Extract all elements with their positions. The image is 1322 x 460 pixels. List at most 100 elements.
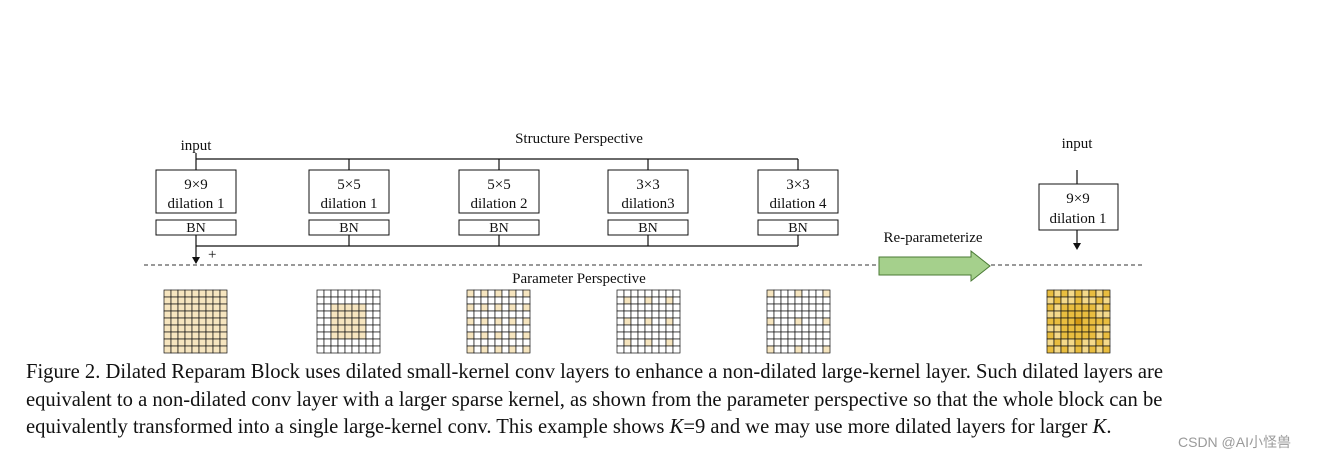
kernel-cell [198,345,207,354]
kernel-cell [630,310,639,319]
kernel-cell [1053,317,1062,326]
kernel-cell [480,324,489,333]
figure-diagram: input Structure Perspective + Parameter … [144,131,1142,354]
kernel-cell [466,338,475,347]
kernel-cell [515,303,524,312]
kernel-cell [515,324,524,333]
kernel-cell [630,338,639,347]
kernel-cell [1074,289,1083,298]
kernel-cell [1053,303,1062,312]
bn-label: BN [186,221,205,236]
kernel-cell [219,317,228,326]
kernel-cell [1095,317,1104,326]
kernel-cell [1081,338,1090,347]
kernel-cell [1046,317,1055,326]
kernel-cell [163,303,172,312]
kernel-cell [1053,324,1062,333]
kernel-cell [358,338,367,347]
kernel-cell [794,331,803,340]
kernel-cell [473,289,482,298]
kernel-cell [1088,296,1097,305]
kernel-cell [822,289,831,298]
kernel-cell [1053,345,1062,354]
kernel-cell [801,331,810,340]
kernel-grid-3 [466,289,531,354]
kernel-cell [501,324,510,333]
kernel-cell [1053,310,1062,319]
kernel-cell [1102,289,1111,298]
kernel-cell [665,331,674,340]
kernel-cell [163,324,172,333]
kernel-cell [487,345,496,354]
kernel-cell [219,310,228,319]
kernel-cell [522,289,531,298]
kernel-cell [1046,310,1055,319]
kernel-cell [773,331,782,340]
kernel-cell [644,317,653,326]
kernel-cell [351,310,360,319]
kernel-cell [170,296,179,305]
kernel-cell [623,345,632,354]
kernel-cell [205,296,214,305]
kernel-cell [1067,303,1076,312]
kernel-cell [508,324,517,333]
kernel-cell [323,331,332,340]
kernel-cell [651,310,660,319]
kernel-cell [170,310,179,319]
kernel-cell [494,324,503,333]
kernel-cell [163,289,172,298]
kernel-cell [651,289,660,298]
kernel-cell [808,331,817,340]
kernel-cell [651,338,660,347]
kernel-cell [487,338,496,347]
kernel-cell [801,296,810,305]
kernel-cell [515,317,524,326]
kernel-cell [794,338,803,347]
merged-conv-box: 9×9 dilation 1 [1038,183,1119,231]
kernel-cell [644,303,653,312]
kernel-cell [494,345,503,354]
kernel-cell [1060,338,1069,347]
kernel-cell [637,331,646,340]
kernel-cell [212,345,221,354]
kernel-cell [1102,345,1111,354]
kernel-cell [337,289,346,298]
kernel-cell [480,338,489,347]
kernel-cell [780,296,789,305]
kernel-cell [337,331,346,340]
kernel-cell [191,338,200,347]
structure-perspective-title: Structure Perspective [515,131,643,147]
kernel-cell [787,303,796,312]
kernel-cell [184,303,193,312]
kernel-cell [473,324,482,333]
kernel-cell [212,289,221,298]
kernel-cell [665,345,674,354]
kernel-cell [170,345,179,354]
kernel-cell [773,338,782,347]
kernel-cell [344,296,353,305]
kernel-cell [184,324,193,333]
bn-label: BN [489,221,508,236]
kernel-cell [219,303,228,312]
kernel-cell [344,338,353,347]
kernel-cell [473,338,482,347]
kernel-cell [191,345,200,354]
kernel-cell [794,296,803,305]
kernel-cell [508,331,517,340]
kernel-cell [623,296,632,305]
kernel-cell [358,289,367,298]
kernel-cell [616,289,625,298]
kernel-cell [365,296,374,305]
kernel-cell [372,331,381,340]
kernel-cell [501,296,510,305]
kernel-cell [1088,331,1097,340]
kernel-cell [358,324,367,333]
kernel-cell [658,324,667,333]
kernel-cell [808,303,817,312]
kernel-cell [637,324,646,333]
kernel-cell [815,338,824,347]
kernel-cell [801,289,810,298]
kernel-cell [787,296,796,305]
conv-box [607,169,689,214]
